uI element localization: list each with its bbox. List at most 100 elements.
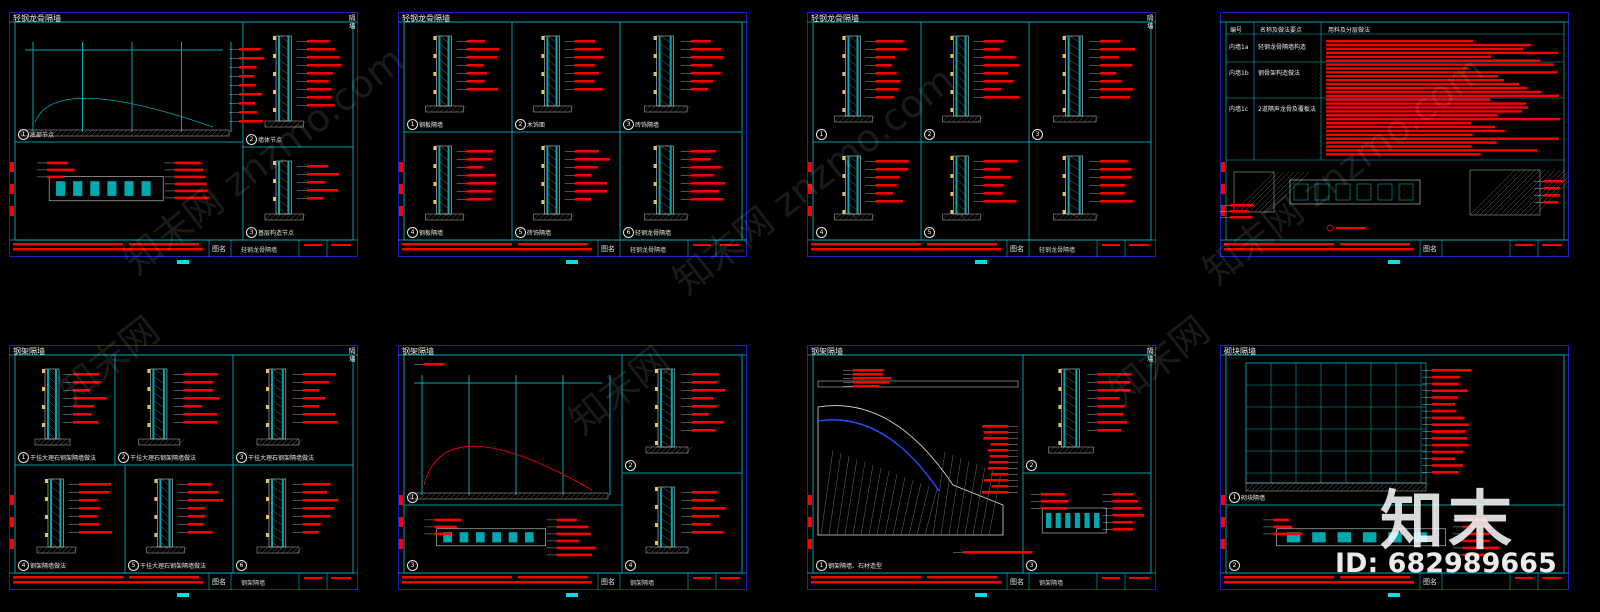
annotation-bar <box>556 553 593 557</box>
sheet-drawing <box>1220 345 1569 590</box>
annotation-bar <box>78 499 97 502</box>
annotation-bar <box>853 385 879 388</box>
annotation-bar <box>1099 72 1117 75</box>
detail-label: 钢架隔墙、石材造型 <box>828 563 883 570</box>
annotation-bar <box>187 499 223 502</box>
annotation-bar <box>306 173 340 176</box>
annotation-bar <box>302 389 320 392</box>
annotation-bar <box>691 397 714 400</box>
sheet-side-title: 隔墙 <box>1147 347 1154 363</box>
annotation-bar <box>239 93 263 96</box>
annotation-bar <box>987 467 1008 470</box>
annotation-bar <box>987 449 1008 452</box>
inner-frame <box>812 354 1152 574</box>
annotation-bar <box>983 56 1016 59</box>
page-marker <box>566 260 578 264</box>
detail-number-badge: 3 <box>623 119 634 130</box>
annotation-bar <box>691 515 719 518</box>
annotation-bar <box>574 64 595 67</box>
sheet-side-title: 隔墙 <box>349 14 356 30</box>
annotation-bar <box>466 88 499 91</box>
detail-label: 砌块隔墙 <box>1241 495 1266 502</box>
detail-label: 基层构造节点 <box>258 230 295 237</box>
hatch-band <box>1048 446 1094 454</box>
annotation-bar <box>302 499 339 502</box>
annotation-bar <box>853 373 883 376</box>
annotation-bar <box>1099 64 1133 67</box>
annotation-bar <box>875 160 909 163</box>
annotation-bar <box>989 455 1008 458</box>
detail-number-badge: 3 <box>407 560 418 571</box>
annotation-bar <box>1432 457 1456 460</box>
annotation-bar <box>574 48 602 51</box>
annotation-bar <box>466 40 486 43</box>
annotation-bar <box>466 72 488 75</box>
detail-number-badge: 5 <box>128 560 139 571</box>
annotation-bar <box>690 72 721 75</box>
hatch-band <box>1053 115 1097 123</box>
annotation-bar <box>991 485 1008 488</box>
detail-number-badge: 1 <box>18 452 29 463</box>
spec-text-bar <box>1326 129 1505 133</box>
annotation-bar <box>1097 389 1131 392</box>
annotation-bar <box>183 389 213 392</box>
annotation-bar <box>1097 397 1120 400</box>
detail-panel <box>619 131 743 241</box>
sheet-drawing <box>398 345 747 590</box>
annotation-bar <box>983 200 1017 203</box>
detail-number-badge: 2 <box>625 460 636 471</box>
detail-number-badge: 6 <box>236 560 247 571</box>
annotation-bar <box>1099 80 1122 83</box>
annotation-bar <box>183 421 218 424</box>
spec-text-bar <box>1326 86 1528 90</box>
annotation-bar <box>574 56 605 59</box>
annotation-bar <box>73 397 107 400</box>
detail-panel <box>14 464 126 574</box>
sheet-title: 轻钢龙骨隔墙 <box>13 14 61 23</box>
annotation-bar <box>1432 409 1457 413</box>
title-block-name: 轻钢龙骨隔墙 <box>241 247 278 254</box>
annotation-bar <box>983 96 1020 99</box>
spec-text-bar <box>1326 51 1559 55</box>
detail-panel <box>1022 472 1152 574</box>
detail-panel <box>403 131 513 241</box>
annotation-bar <box>963 551 1032 554</box>
annotation-bar <box>1097 405 1125 408</box>
annotation-bar <box>466 64 484 67</box>
detail-panel <box>124 464 234 574</box>
detail-panel <box>1028 141 1152 241</box>
detail-panel <box>1028 21 1152 143</box>
detail-label: 底部节点 <box>30 132 55 139</box>
annotation-bar <box>574 88 603 91</box>
detail-panel <box>232 464 354 574</box>
annotation-bar <box>691 389 726 392</box>
spec-text-bar <box>1326 125 1496 129</box>
sheet-drawing <box>1220 12 1569 257</box>
page-marker <box>177 593 189 597</box>
annotation-bar <box>1112 521 1133 524</box>
sheet-drawing <box>398 12 747 257</box>
annotation-bar <box>574 166 599 169</box>
annotation-bar <box>302 405 320 408</box>
annotation-bar <box>466 48 500 51</box>
annotation-bar <box>556 532 591 536</box>
annotation-bar <box>1040 507 1068 510</box>
annotation-bar <box>690 158 711 161</box>
annotation-bar <box>1099 192 1125 195</box>
annotation-bar <box>306 88 332 91</box>
annotation-bar <box>183 373 218 376</box>
detail-panel <box>920 141 1030 241</box>
detail-number-badge: 2 <box>924 129 935 140</box>
annotation-bar <box>46 161 69 165</box>
annotation-bar <box>574 72 599 75</box>
annotation-bar <box>174 168 204 172</box>
title-block-name: 轻钢龙骨隔墙 <box>1039 247 1076 254</box>
annotation-bar <box>853 369 884 372</box>
annotation-bar <box>574 158 610 161</box>
annotation-bar <box>1432 450 1464 454</box>
annotation-bar <box>1112 507 1142 510</box>
annotation-bar <box>73 381 101 384</box>
annotation-bar <box>574 80 595 83</box>
